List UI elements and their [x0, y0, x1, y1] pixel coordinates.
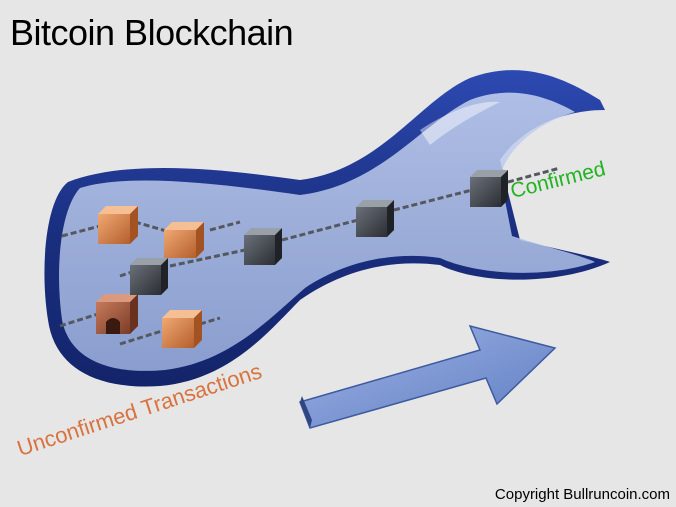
chain-links — [59, 166, 561, 346]
orange-cube-icon — [98, 206, 138, 244]
copyright-notice: Copyright Bullruncoin.com — [494, 486, 670, 503]
chain-link-icon — [393, 188, 473, 212]
gray-cube-icon — [356, 200, 394, 237]
orange-cube-icon — [162, 310, 202, 348]
tube-interior — [59, 92, 596, 371]
chain-link-icon — [169, 248, 246, 268]
brown-cube-with-arch-icon — [96, 294, 138, 334]
chain-link-icon — [199, 316, 221, 326]
page-title: Bitcoin Blockchain — [10, 12, 294, 53]
chain-link-icon — [61, 224, 101, 238]
gray-cube-icon — [244, 228, 282, 265]
chain-link-icon — [281, 218, 359, 242]
chain-link-icon — [119, 328, 166, 346]
tube-highlight — [420, 101, 500, 145]
gray-cube-icon — [470, 170, 508, 207]
gray-cube-icon — [130, 258, 168, 295]
arrow-icon — [299, 324, 557, 429]
chain-link-icon — [209, 220, 241, 232]
chain-link-icon — [59, 312, 99, 328]
orange-cube-icon — [164, 222, 204, 258]
